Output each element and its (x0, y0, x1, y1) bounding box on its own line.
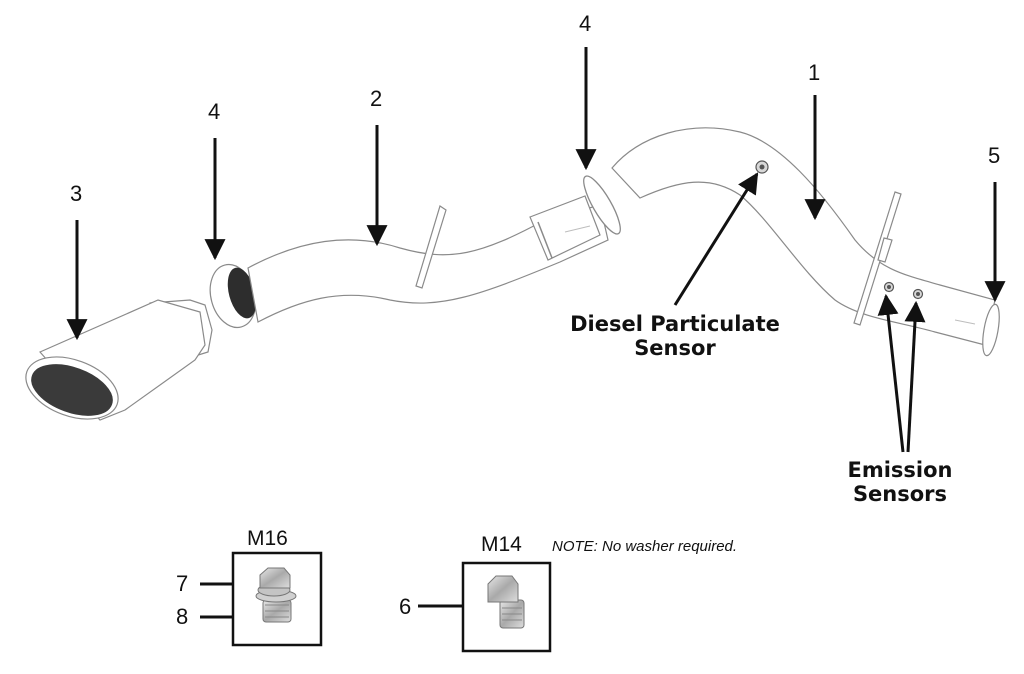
dpf-label-line1: Diesel Particulate (570, 312, 780, 336)
callout-4-left: 4 (208, 99, 221, 124)
arrow-emission-1 (877, 293, 905, 453)
front-pipe (611, 127, 1000, 357)
m14-bolt-icon (487, 575, 525, 629)
callout-5: 5 (988, 143, 1001, 168)
dpf-sensor-label: Diesel Particulate Sensor (545, 312, 805, 360)
callout-4-top: 4 (579, 11, 592, 36)
emission-sensors-label: Emission Sensors (820, 458, 980, 506)
m16-hardware-box (231, 551, 323, 647)
m14-size-label: M14 (481, 533, 522, 556)
callout-2: 2 (370, 86, 383, 111)
exhaust-tip (25, 299, 213, 421)
left-clamp (209, 263, 257, 329)
callout-8: 8 (176, 604, 189, 629)
emission-label-line2: Sensors (852, 482, 948, 506)
callout-arrows (66, 47, 1006, 628)
dpf-label-line2: Sensor (634, 336, 716, 360)
callout-7: 7 (176, 571, 189, 596)
washer-note: NOTE: No washer required. (552, 538, 738, 555)
arrow-emission-2 (904, 300, 926, 453)
m16-size-label: M16 (247, 527, 288, 550)
m16-bolt-icon (255, 567, 297, 623)
callout-3: 3 (70, 181, 83, 206)
callout-1: 1 (808, 60, 821, 85)
callout-6: 6 (399, 594, 412, 619)
emission-label-line1: Emission (847, 458, 953, 482)
top-clamp (583, 175, 621, 235)
arrow-dpf-sensor (673, 172, 759, 306)
m14-hardware-box (461, 561, 552, 653)
mid-pipe (247, 195, 609, 323)
